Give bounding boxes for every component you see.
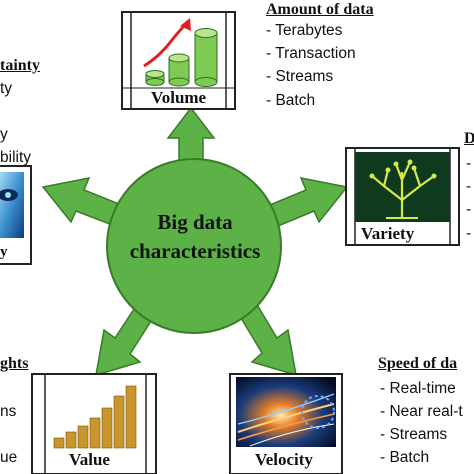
growth-arrow-icon xyxy=(143,18,191,68)
volume-header: Amount of data xyxy=(266,1,374,18)
velocity-item: - Near real-t xyxy=(380,403,463,420)
velocity-item: - Real-time xyxy=(380,380,456,397)
variety-item: - xyxy=(466,225,472,242)
volume-item: - Terabytes xyxy=(266,22,343,39)
value-caption: Value xyxy=(69,450,110,469)
center-circle xyxy=(106,158,282,334)
value-item: ue xyxy=(0,449,18,466)
veracity-header: tainty xyxy=(0,57,40,74)
veracity-card xyxy=(0,165,32,265)
velocity-header: Speed of da xyxy=(378,355,458,372)
variety-item: - xyxy=(466,178,472,195)
volume-card xyxy=(121,11,236,110)
coin-stacks-icon xyxy=(53,385,137,449)
velocity-item: - Batch xyxy=(380,449,430,466)
variety-item: - xyxy=(466,155,472,172)
volume-item: - Streams xyxy=(266,68,334,85)
velocity-caption: Velocity xyxy=(255,450,313,469)
variety-item: - xyxy=(466,201,472,218)
veracity-item: bility xyxy=(0,149,32,166)
veracity-caption: y xyxy=(0,244,8,260)
variety-card xyxy=(345,147,460,246)
volume-item: - Transaction xyxy=(266,45,356,62)
center-label-line2: characteristics xyxy=(129,239,261,263)
center-label: Big data characteristics xyxy=(105,208,285,266)
velocity-item: - Streams xyxy=(380,426,448,443)
circuit-tree-icon xyxy=(355,152,450,222)
eye-icon xyxy=(0,172,24,238)
volume-item: - Batch xyxy=(266,92,316,109)
variety-header: D xyxy=(464,130,474,147)
veracity-item: ty xyxy=(0,80,13,97)
velocity-card xyxy=(229,373,343,474)
database-cylinders-icon xyxy=(145,28,218,87)
volume-caption: Volume xyxy=(151,88,207,107)
arrow-lower-right xyxy=(240,301,297,377)
value-card xyxy=(31,373,157,474)
value-header: ghts xyxy=(0,355,29,372)
light-streaks-icon xyxy=(236,377,336,447)
variety-caption: Variety xyxy=(361,224,415,243)
value-item: ns xyxy=(0,403,17,420)
center-label-line1: Big data xyxy=(157,210,233,234)
veracity-item: y xyxy=(0,126,8,143)
